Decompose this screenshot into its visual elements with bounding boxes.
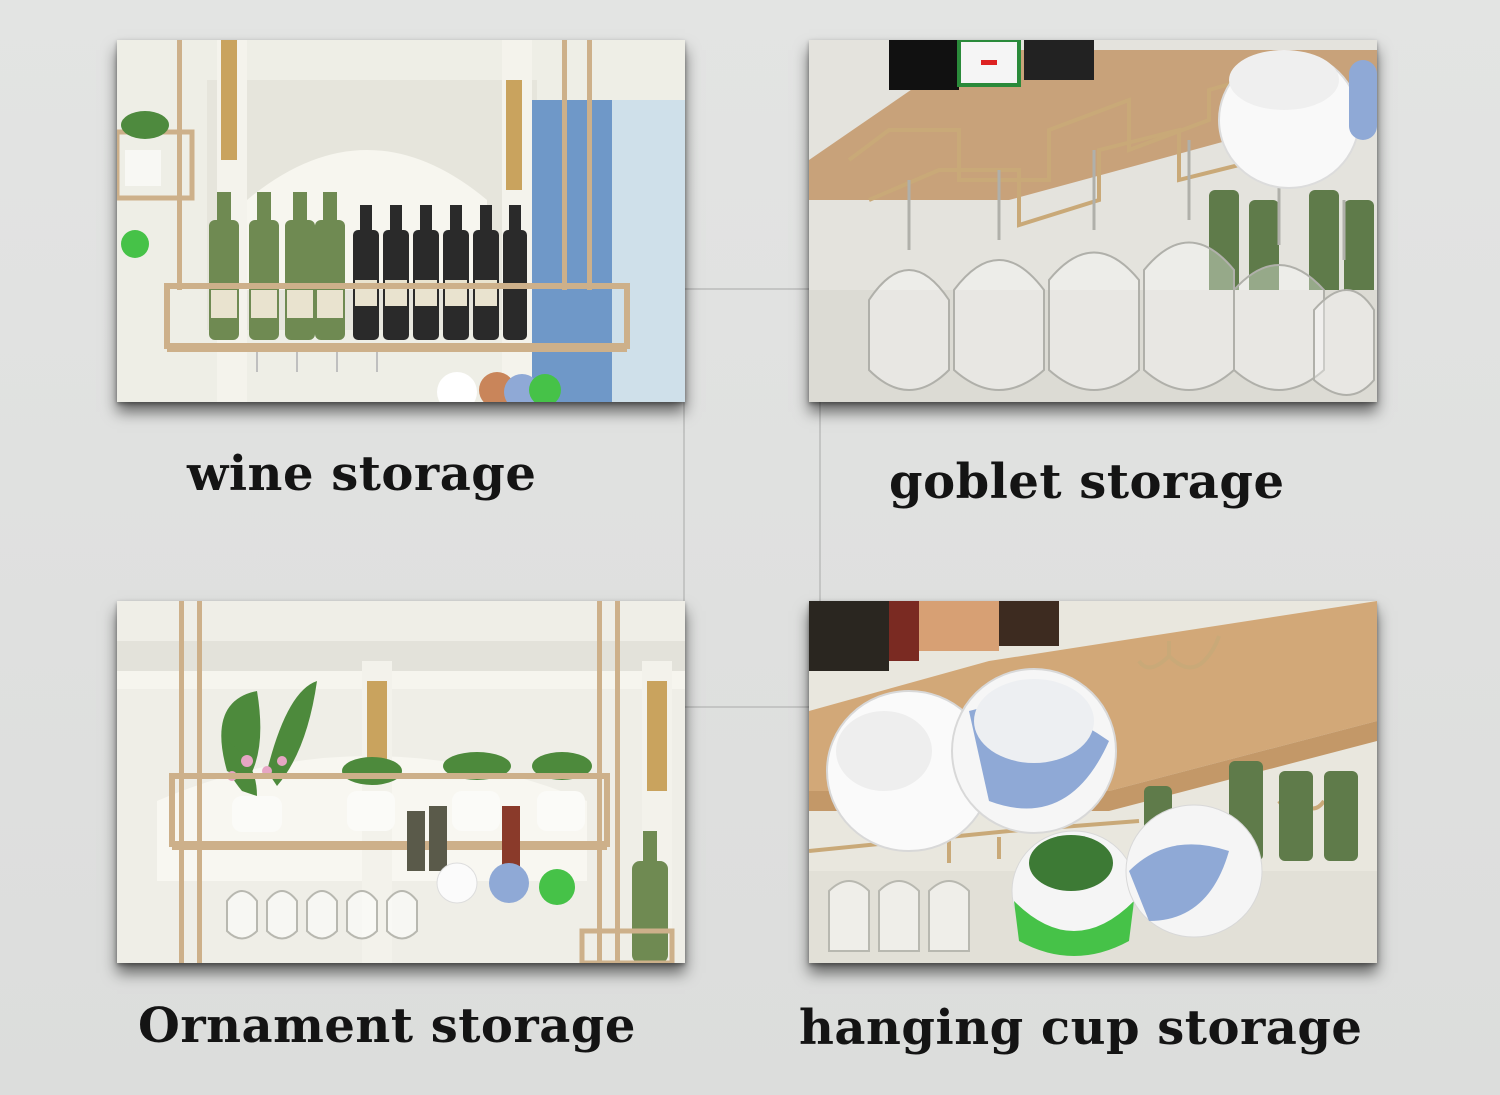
hanging-cup-storage-photo (809, 601, 1377, 963)
wine-storage-caption: wine storage (187, 446, 537, 502)
ornament-storage-photo (117, 601, 685, 963)
wine-storage-photo (117, 40, 685, 402)
goblet-storage-photo (809, 40, 1377, 402)
hanging-cup-storage-caption: hanging cup storage (799, 1000, 1363, 1056)
ornament-storage-caption: Ornament storage (138, 998, 636, 1054)
goblet-storage-caption: goblet storage (889, 454, 1285, 510)
center-guide-frame (683, 288, 821, 708)
